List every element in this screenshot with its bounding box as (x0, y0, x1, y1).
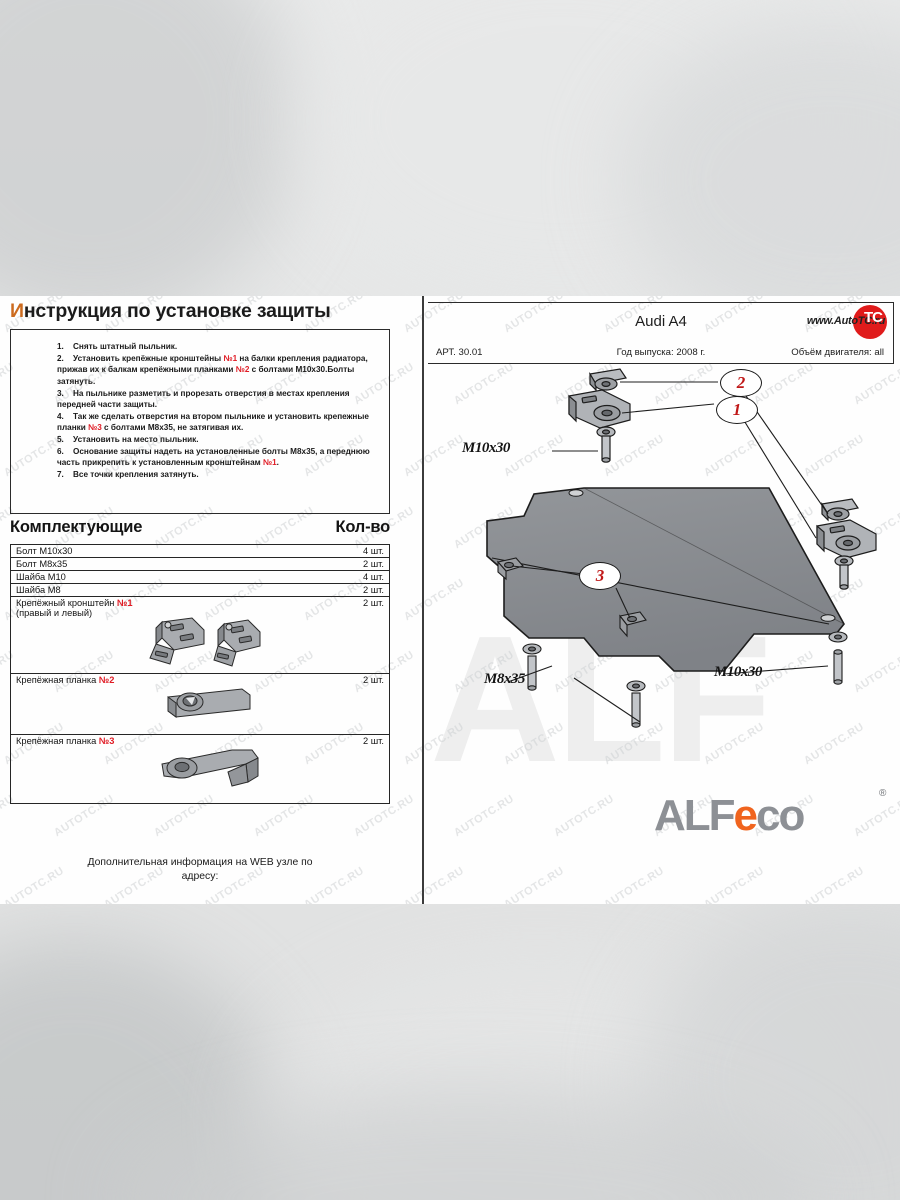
parts-table-header: Комплектующие Кол-во (10, 518, 390, 537)
callout-3: 3 (579, 562, 621, 590)
car-model: Audi A4 (635, 313, 687, 330)
bg-blob (0, 0, 300, 330)
label-m10x30-bottom: M10x30 (714, 664, 762, 680)
part-thumbnail-bracket (16, 617, 314, 670)
brand-logo: ALFeco (654, 791, 805, 841)
autotc-logo-icon (853, 305, 887, 339)
part-qty-cell: 2 шт. (319, 673, 390, 735)
skid-plate-drawing: M10x30 M8x35 M10x30 2 1 3 (424, 366, 900, 836)
web-info-footer: Дополнительная информация на WEB узле по… (10, 856, 390, 884)
instruction-item-5: 5.Установить на место пыльник. (57, 434, 199, 444)
front-bracket-assembly-right (816, 498, 877, 590)
part-qty-cell: 2 шт. (319, 596, 390, 674)
skid-plate-svg (486, 368, 877, 728)
part-name-cell: Крепёжный кронштейн №1(правый и левый) (10, 596, 319, 674)
part-name-cell: Болт М8х35 (10, 557, 319, 571)
page-title: Инструкция по установке защиты (10, 300, 331, 323)
instruction-sheet: ALF eco ALF AUTOTC.RUAUTOTC.RUAUTOTC.RUA… (0, 296, 900, 904)
instruction-item-2: 2.Установить крепёжные кронштейны №1 на … (57, 353, 368, 386)
part-name-cell: Шайба М8 (10, 583, 319, 597)
vehicle-spec-row: АРТ. 30.01 Год выпуска: 2008 г. Объём дв… (428, 347, 894, 358)
table-row: Крепёжный кронштейн №1(правый и левый)2 … (10, 596, 390, 674)
bolt-m8x35-center (626, 680, 646, 728)
part-thumbnail-strip3 (16, 746, 314, 787)
instruction-item-3: 3.На пыльнике разметить и прорезать отве… (57, 388, 350, 410)
part-qty-cell: 4 шт. (362, 546, 384, 556)
part-name-cell: Крепёжная планка №3 (10, 734, 319, 804)
instruction-item-6: 6.Основание защиты надеть на установленн… (57, 446, 370, 468)
instructions-box: 1.Снять штатный пыльник.2.Установить кре… (10, 329, 390, 514)
label-m8x35: M8x35 (484, 671, 525, 687)
website-url[interactable]: www.AutoTC.ru (806, 315, 885, 327)
part-thumbnail-strip2 (16, 685, 314, 725)
instruction-item-4: 4.Так же сделать отверстия на втором пыл… (57, 411, 369, 433)
part-qty-cell: 2 шт. (319, 557, 390, 571)
web-info-line1: Дополнительная информация на WEB узле по (87, 857, 313, 868)
brand-logo-co: co (756, 791, 805, 840)
part-name-cell: Болт М10х30 (16, 546, 73, 556)
parts-table-header-qty: Кол-во (335, 518, 390, 536)
right-column: Audi A4 АРТ. 30.01 Год выпуска: 2008 г. … (422, 296, 900, 904)
leader-lines (507, 381, 829, 723)
table-row: Болт М10х30 4 шт. (11, 545, 390, 558)
bolt-m8x35-left (522, 643, 542, 691)
production-year: Год выпуска: 2008 г. (616, 347, 706, 358)
brand-registered-mark: ® (879, 788, 887, 799)
web-info-line2: адресу: (181, 871, 219, 882)
part-qty-cell: 2 шт. (319, 734, 390, 804)
part-qty-cell: 2 шт. (319, 583, 390, 597)
part-qty-cell: 4 шт. (319, 570, 390, 584)
bolt-m10x30-right (828, 631, 848, 685)
skid-plate-body (486, 487, 845, 672)
instruction-item-7: 7.Все точки крепления затянуть. (57, 469, 199, 479)
vehicle-header-box: Audi A4 АРТ. 30.01 Год выпуска: 2008 г. … (428, 302, 894, 364)
parts-table-header-name: Комплектующие (10, 518, 143, 536)
left-column: Инструкция по установке защиты 1.Снять ш… (0, 296, 420, 904)
brand-logo-alf: ALF (654, 791, 736, 840)
title-accent-letter: И (10, 300, 24, 322)
brand-logo-e: e (733, 791, 759, 840)
callout-1: 1 (716, 396, 758, 424)
article-number: АРТ. 30.01 (436, 347, 483, 358)
label-m10x30-top: M10x30 (462, 440, 510, 456)
autotc-logo-text: TC (864, 309, 883, 326)
callout-2: 2 (720, 369, 762, 397)
part-name-cell: Шайба М10 (10, 570, 319, 584)
mounting-strip-3-a (496, 557, 524, 581)
engine-volume: Объём двигателя: all (791, 347, 884, 358)
instructions-list: 1.Снять штатный пыльник.2.Установить кре… (17, 341, 385, 480)
instruction-item-1: 1.Снять штатный пыльник. (57, 342, 178, 352)
part-name-cell: Крепёжная планка №2 (10, 673, 319, 735)
title-rest: нструкция по установке защиты (23, 300, 331, 322)
front-bracket-assembly-left (568, 368, 631, 463)
